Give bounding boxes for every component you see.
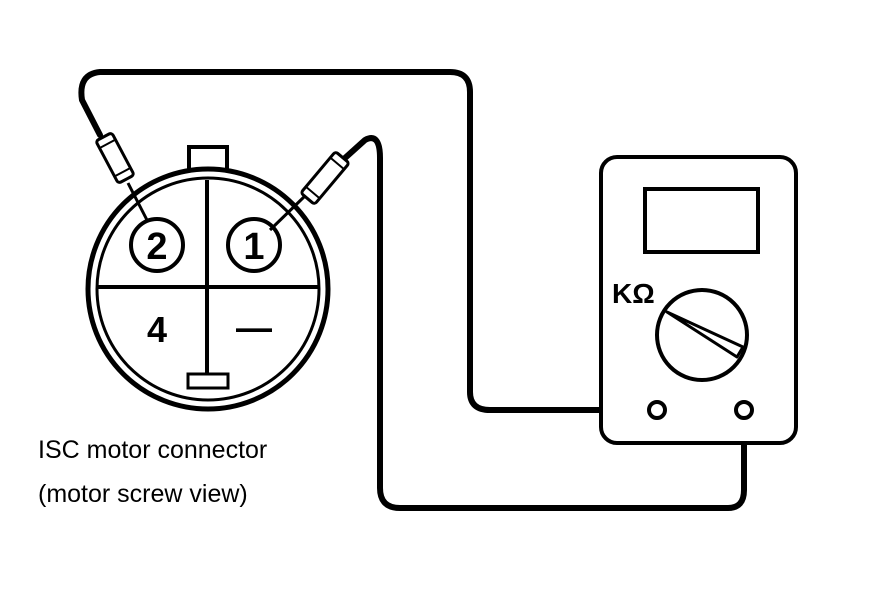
dial-pointer-icon	[665, 310, 745, 359]
multimeter-range-label: KΩ	[612, 278, 655, 309]
connector-caption-line-2: (motor screw view)	[38, 480, 248, 508]
wire-probe1-to-meter-right	[342, 135, 747, 511]
multimeter: KΩ	[599, 155, 798, 445]
pin-2-label: 2	[146, 226, 167, 268]
pin-blank-label: —	[236, 307, 272, 348]
meter-terminal-right	[734, 400, 754, 420]
probe-pin-1	[268, 151, 350, 232]
pin-1-circle	[226, 217, 282, 273]
pin-1-label: 1	[243, 226, 264, 268]
connector-caption-line-1: ISC motor connector	[38, 436, 267, 464]
isc-motor-connector: 2 1 4 —	[85, 145, 331, 412]
connector-bottom-tab	[186, 372, 230, 390]
multimeter-display	[643, 187, 760, 254]
pin-4-label: 4	[147, 309, 167, 350]
wire-probe2-to-meter-left	[78, 69, 660, 413]
pin-2-circle	[129, 217, 185, 273]
probe-pin-2	[95, 132, 150, 223]
meter-terminal-left	[647, 400, 667, 420]
